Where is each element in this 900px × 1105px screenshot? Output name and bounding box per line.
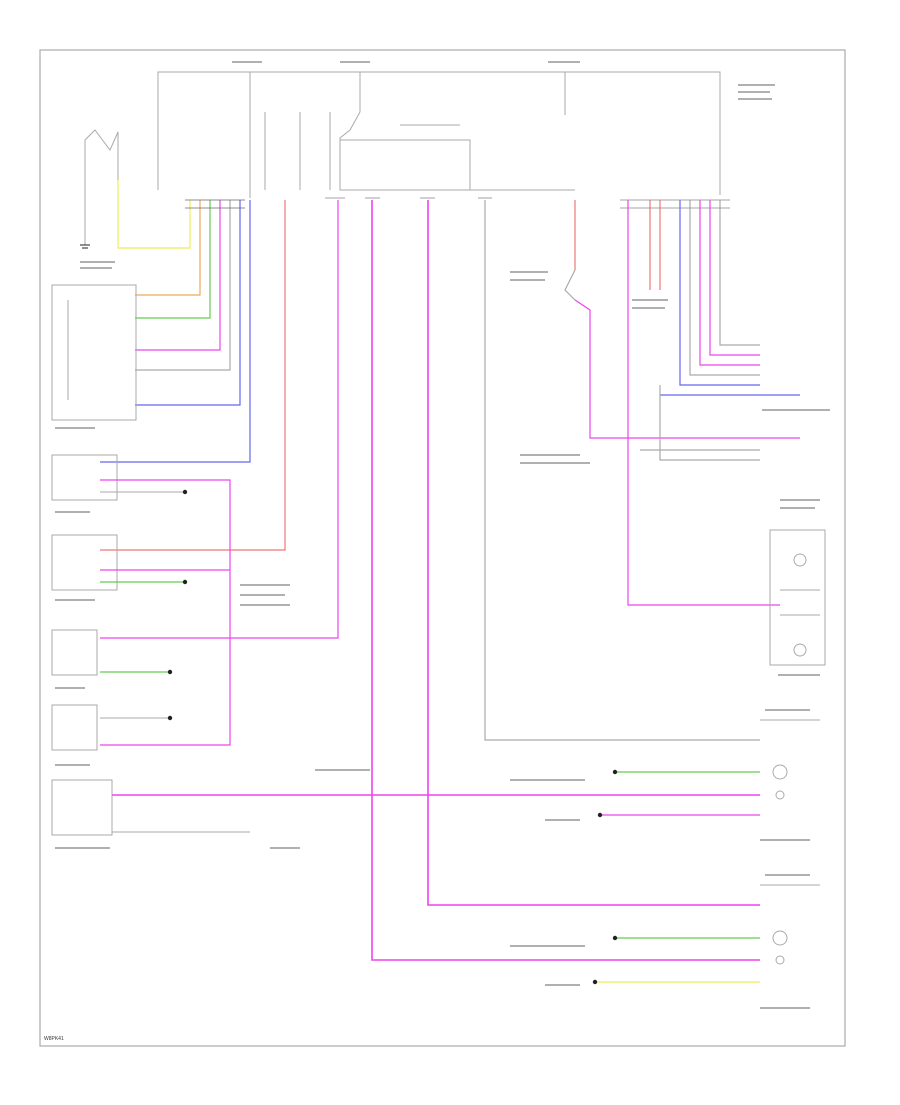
- label-marks: [55, 61, 830, 1009]
- right-modules: [769, 529, 826, 666]
- diagram-frame: [39, 49, 846, 1047]
- rear-lamp-symbols: [760, 719, 820, 965]
- turn-signal-switch-module: [51, 284, 137, 421]
- left-magenta-wires: [100, 200, 339, 746]
- brake-switch-wires: [564, 200, 800, 606]
- left-ground-dots: [167, 489, 188, 721]
- footer-code: W8PK41: [44, 1036, 64, 1042]
- rear-magenta-bus: [112, 200, 760, 961]
- left-green-wires: [100, 581, 185, 673]
- ground-symbol: [80, 244, 90, 249]
- right-top-connectors: [640, 200, 800, 461]
- left-lamp-boxes: [51, 454, 118, 836]
- left-gray-wires: [100, 491, 250, 833]
- top-fuse-bus: [157, 71, 721, 198]
- rear-side-wires: [484, 200, 760, 983]
- left-top-connectors: [100, 180, 286, 551]
- harness-pins: [185, 199, 245, 209]
- hazard-switch: [84, 129, 119, 245]
- rear-ground-dots: [592, 769, 618, 985]
- connector-ticks: [325, 197, 730, 209]
